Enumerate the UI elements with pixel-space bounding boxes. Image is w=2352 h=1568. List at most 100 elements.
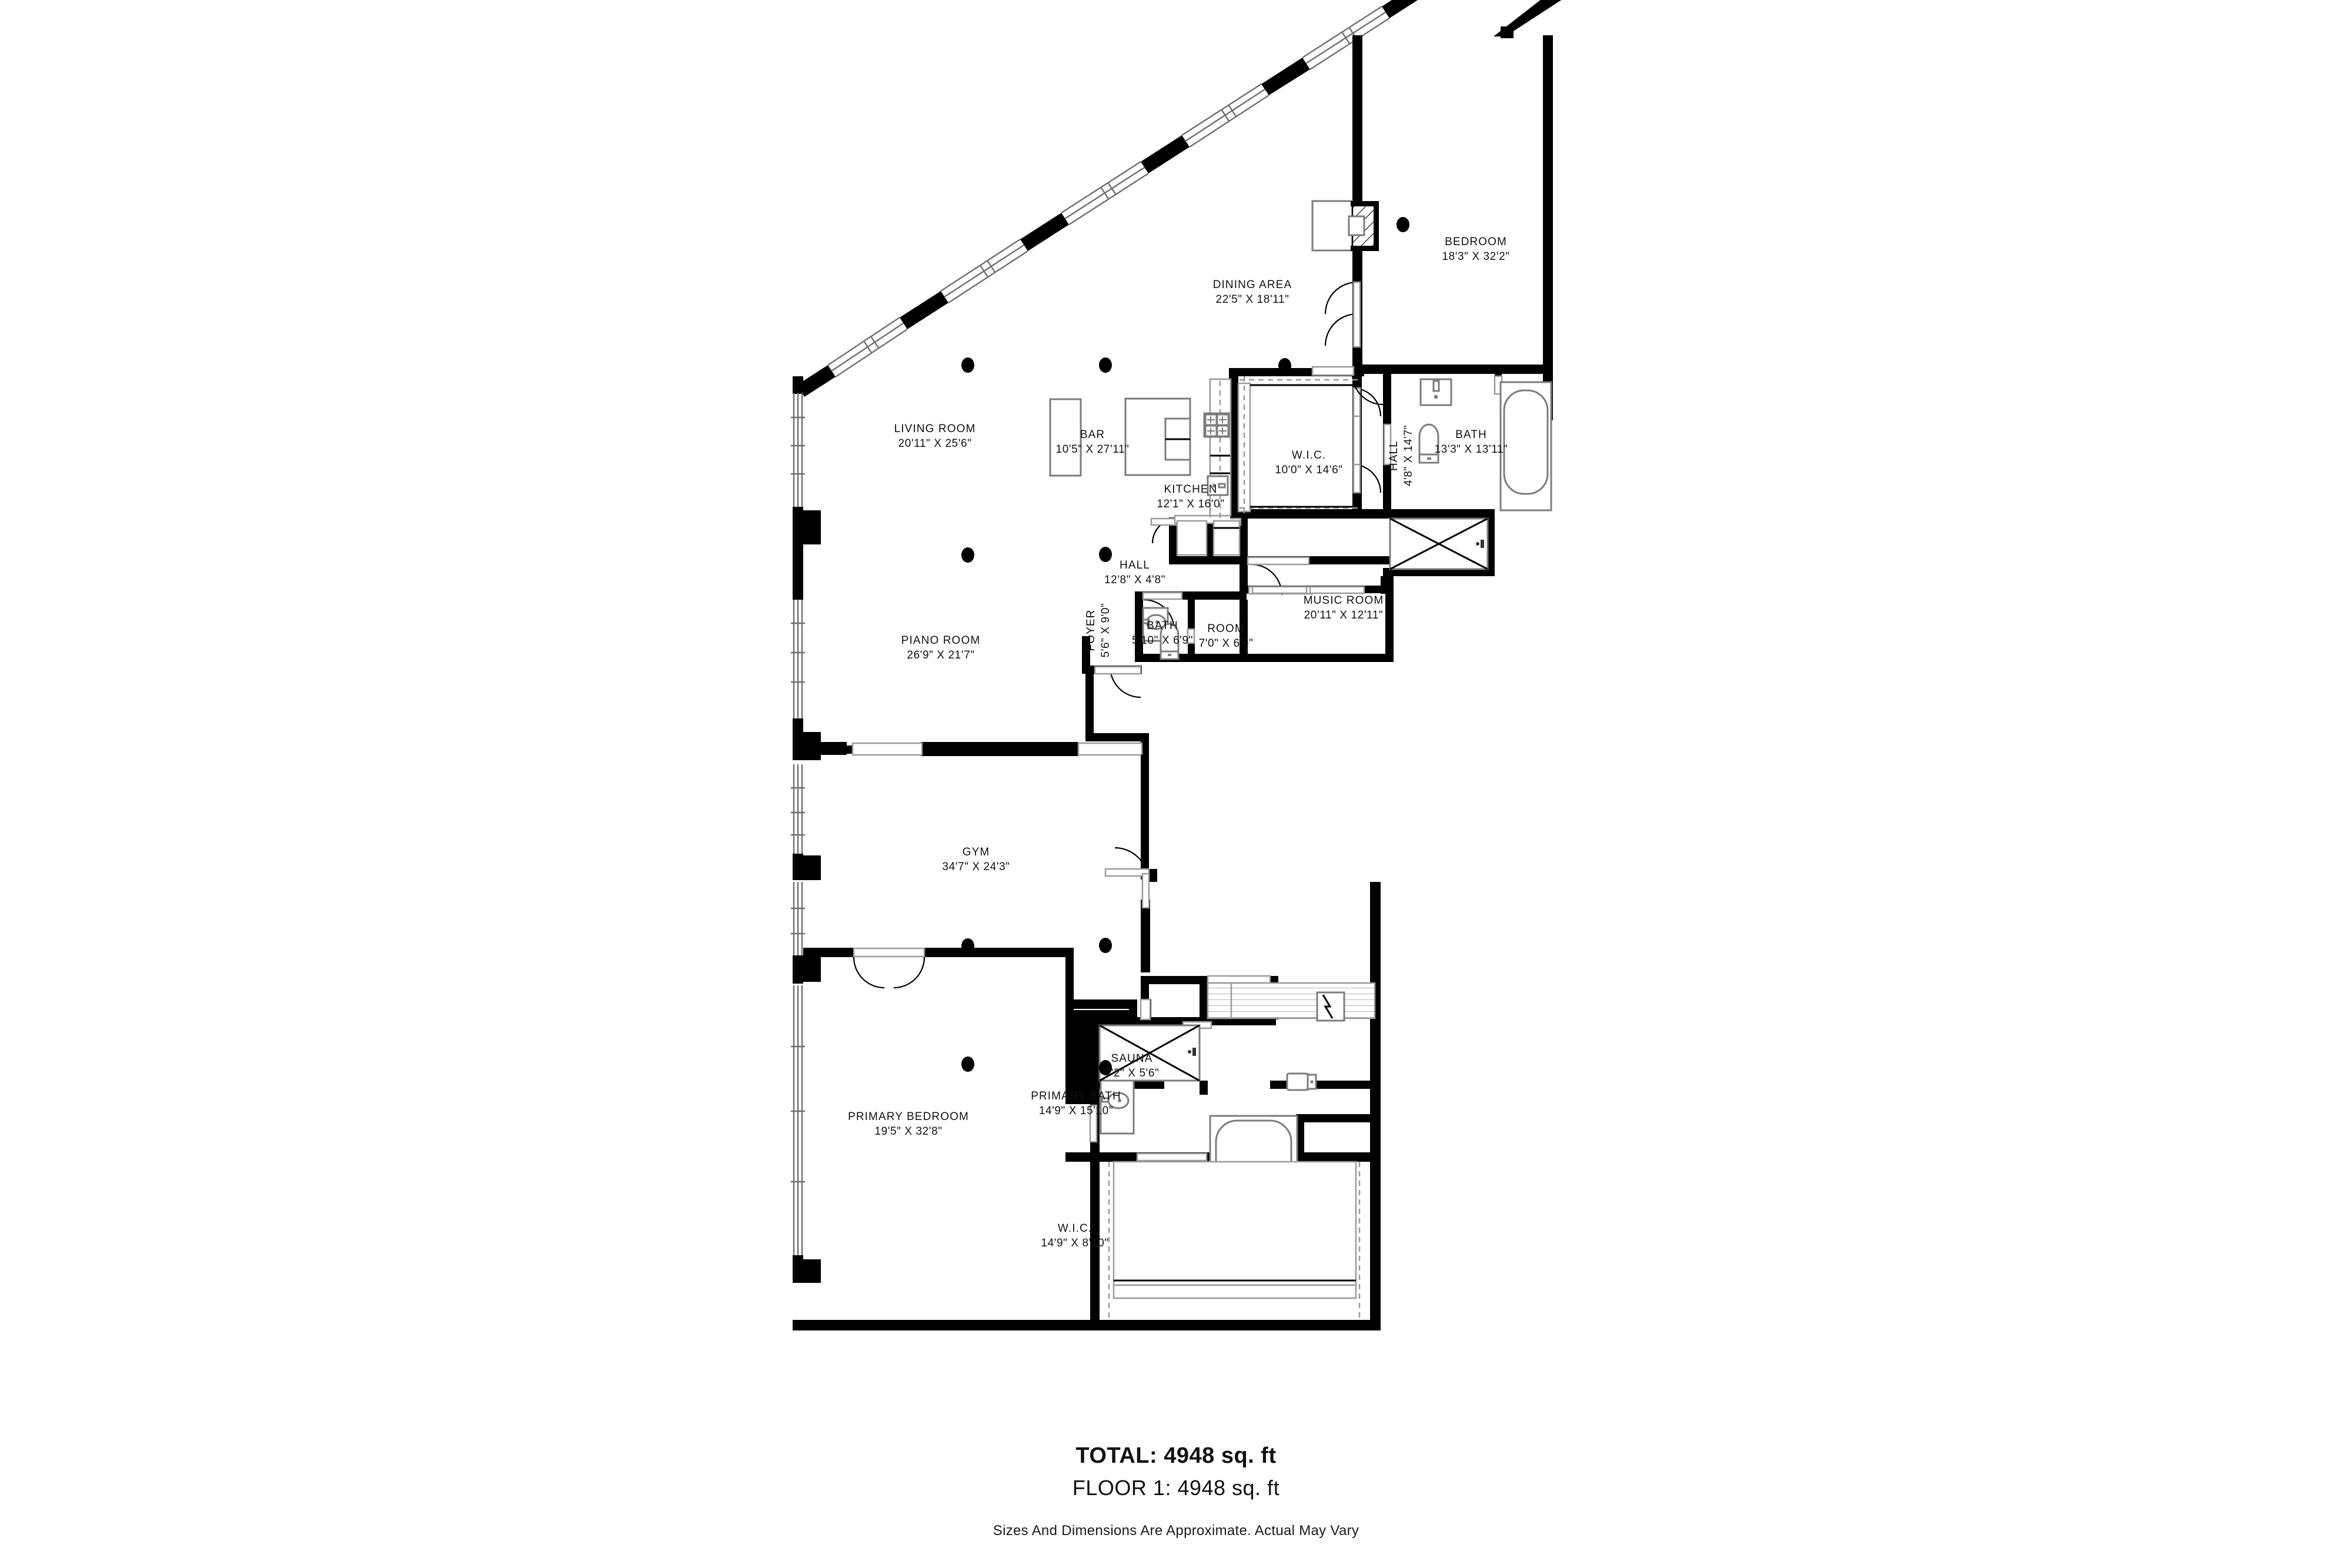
room-dimensions: 22'5" X 18'11" bbox=[1216, 293, 1289, 306]
bathtub-icon bbox=[1499, 381, 1552, 511]
room-name: ROOM bbox=[1207, 623, 1245, 635]
bath-north-wall bbox=[1352, 365, 1552, 374]
music-opening bbox=[1251, 586, 1365, 594]
room-dimensions: 20'11" X 12'11" bbox=[1304, 609, 1384, 621]
island-icon bbox=[1124, 397, 1191, 476]
pantry-west-wall bbox=[1169, 517, 1177, 563]
hall-partition bbox=[1240, 517, 1248, 566]
room-dimensions: 18'3" X 32'2" bbox=[1442, 250, 1509, 263]
sauna-bench-icon bbox=[1207, 982, 1376, 1022]
room-name: FOYER bbox=[1085, 610, 1097, 651]
room-name: BAR bbox=[1080, 429, 1105, 441]
room-dimensions: 10'5" X 27'11" bbox=[1056, 443, 1130, 456]
room-label-gym: GYM 34'7" X 24'3" bbox=[942, 846, 1010, 873]
room-label-dining-area: DINING AREA 22'5" X 18'11" bbox=[1213, 279, 1292, 306]
sink-icon bbox=[1419, 378, 1452, 406]
total-area-label: TOTAL: 4948 sq. ft bbox=[1075, 1443, 1277, 1468]
room-label-bath-upper: BATH 13'3" X 13'11" bbox=[1435, 429, 1508, 456]
structural-column bbox=[793, 510, 821, 544]
ceiling-light-icon bbox=[1099, 938, 1112, 953]
sink-icon bbox=[1142, 607, 1169, 642]
room-label-primary-bedroom: PRIMARY BEDROOM 19'5" X 32'8" bbox=[848, 1111, 969, 1138]
room-dimensions: 7'0" X 6'9" bbox=[1199, 637, 1254, 650]
fireplace-icon bbox=[1311, 200, 1379, 252]
toilet-icon bbox=[1160, 623, 1180, 660]
disclaimer-note: Sizes And Dimensions Are Approximate. Ac… bbox=[993, 1523, 1359, 1539]
room-dimensions: 13'3" X 13'11" bbox=[1435, 443, 1508, 456]
room-dimensions: 19'5" X 32'8" bbox=[874, 1125, 942, 1138]
room-dimensions: 5'10" X 6'9" bbox=[1132, 634, 1193, 647]
south-exterior-wall bbox=[793, 1320, 1381, 1330]
sink-icon bbox=[1101, 1092, 1130, 1109]
sink-icon bbox=[1207, 475, 1229, 496]
foyer-west-wall bbox=[1082, 636, 1090, 674]
room-label-hall-lower: HALL 12'8" X 4'8" bbox=[1104, 559, 1165, 586]
room-name: W.I.C. bbox=[1058, 1222, 1092, 1235]
gym-east-wall bbox=[1141, 755, 1149, 872]
room-name: LIVING ROOM bbox=[894, 423, 976, 435]
pantry-cabinets bbox=[1176, 520, 1241, 556]
room-dimensions: 10'0" X 14'6" bbox=[1275, 464, 1342, 476]
room-dimensions: 12'1" X 16'0" bbox=[1157, 498, 1224, 510]
toilet-icon bbox=[1286, 1072, 1317, 1091]
room-name: BEDROOM bbox=[1445, 236, 1507, 248]
room-dimensions: 4'8" X 14'7" bbox=[1402, 425, 1415, 486]
closet-shelving-icon bbox=[1237, 376, 1362, 515]
room-name: BATH bbox=[1455, 429, 1487, 441]
southeast-exterior-wall bbox=[1370, 882, 1381, 1330]
room-dimensions: 34'7" X 24'3" bbox=[942, 861, 1010, 873]
music-south-wall bbox=[1135, 654, 1394, 662]
toilet-icon bbox=[1418, 423, 1439, 464]
music-east-wall bbox=[1385, 591, 1394, 662]
wic-south-wall bbox=[1229, 509, 1392, 519]
room-name: MUSIC ROOM bbox=[1304, 594, 1384, 607]
room-name: GYM bbox=[963, 846, 990, 858]
room-label-bar: BAR 10'5" X 27'11" bbox=[1056, 429, 1130, 456]
floor-area-label: FLOOR 1: 4948 sq. ft bbox=[1072, 1476, 1280, 1500]
gym-north-wall-a bbox=[803, 742, 847, 755]
room-label-wic-lower: W.I.C. 14'9" X 8'10" bbox=[1041, 1222, 1108, 1249]
bedroom-north-wall-b bbox=[924, 948, 1065, 957]
room-name: HALL bbox=[1388, 440, 1400, 471]
room-name: DINING AREA bbox=[1213, 279, 1292, 291]
cooktop-icon bbox=[1203, 412, 1230, 438]
island-icon bbox=[1049, 398, 1082, 477]
window-glazing bbox=[827, 5, 1390, 377]
piano-gym-window bbox=[851, 742, 1143, 756]
doors bbox=[853, 281, 1384, 1054]
room-name: SAUNA bbox=[1111, 1052, 1153, 1065]
room-name: PRIMARY BATH bbox=[1031, 1090, 1121, 1102]
room-label-wic-upper: W.I.C.10'0" X 14'6" bbox=[1275, 449, 1342, 476]
room-label-music-room: MUSIC ROOM 20'11" X 12'11" bbox=[1304, 594, 1384, 621]
shower-icon bbox=[1389, 517, 1489, 570]
room-name: PIANO ROOM bbox=[901, 634, 981, 647]
structural-column bbox=[793, 957, 821, 982]
room-name: PRIMARY BEDROOM bbox=[848, 1111, 969, 1123]
kitchen-counter bbox=[1174, 378, 1240, 524]
room-name: HALL bbox=[1120, 559, 1150, 571]
gym-north-wall-b bbox=[921, 742, 1078, 756]
room-dimensions: 5'6" X 9'0" bbox=[1100, 603, 1112, 658]
room-label-bedroom: BEDROOM 18'3" X 32'2" bbox=[1442, 236, 1509, 263]
wic-lower-west-wall bbox=[1090, 1152, 1100, 1326]
ceiling-light-icon bbox=[1278, 358, 1291, 373]
room-dimensions: 20'11" X 25'6" bbox=[898, 437, 972, 450]
room-dimensions: 14'9" X 8'10" bbox=[1041, 1237, 1108, 1249]
room-dimensions: 12'8" X 4'8" bbox=[1104, 574, 1165, 586]
east-exterior-wall bbox=[1543, 35, 1553, 420]
bath-mid-west-wall bbox=[1135, 591, 1143, 656]
shower-icon bbox=[1098, 1024, 1201, 1082]
bath-south-wall bbox=[1383, 509, 1495, 519]
room-name: KITCHEN bbox=[1164, 483, 1217, 496]
room-label-living-room: LIVING ROOM 20'11" X 25'6" bbox=[894, 423, 976, 450]
ceiling-light-icon bbox=[1099, 357, 1112, 373]
ceiling-light-icon bbox=[961, 938, 974, 954]
ceiling-light-icon bbox=[961, 1057, 974, 1072]
diagonal-window-wall bbox=[797, 0, 1418, 397]
